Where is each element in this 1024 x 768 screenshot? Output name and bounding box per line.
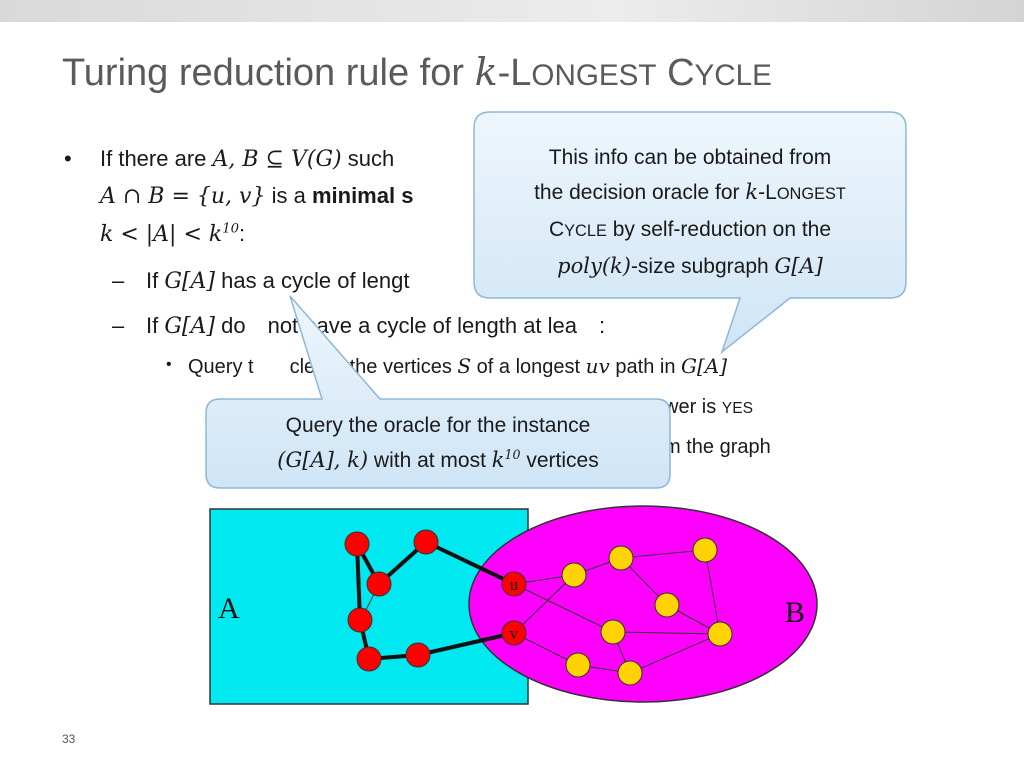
red-vertex — [366, 571, 392, 597]
vertex-u-label: u — [510, 575, 519, 594]
callout-top-shape — [473, 111, 907, 355]
yellow-vertex — [561, 562, 587, 588]
red-vertex — [413, 529, 439, 555]
sub-bullet-1: If G[A] has a cycle of lengt — [146, 268, 410, 294]
path-edge — [355, 543, 362, 621]
set-B-region — [468, 505, 818, 703]
graph-edge — [513, 574, 575, 634]
path-edge — [417, 631, 515, 657]
callout-bottom-shape — [205, 295, 671, 489]
red-vertex — [356, 646, 382, 672]
bullet1-line3: k < |A| < k10: — [100, 221, 246, 247]
vertex-u — [501, 571, 527, 597]
red-vertex — [405, 642, 431, 668]
path-edge — [425, 540, 515, 586]
graph-edge — [620, 549, 706, 559]
yellow-vertex — [654, 592, 680, 618]
bullet1-line1: If there are A, B ⊆ V(G) such — [100, 146, 395, 172]
page-number: 33 — [62, 732, 76, 746]
graph-edge — [612, 631, 721, 635]
yellow-vertex — [707, 621, 733, 647]
yellow-vertex — [608, 545, 634, 571]
bullet-marker: • — [64, 146, 72, 171]
set-A-label: A — [218, 592, 240, 625]
set-B-label: B — [785, 596, 805, 629]
yellow-vertex — [692, 537, 718, 563]
graph-edge — [704, 549, 721, 635]
yellow-vertex — [565, 652, 591, 678]
red-vertex — [347, 607, 373, 633]
vertex-v-label: v — [510, 624, 519, 643]
subsub-bullet-marker: • — [166, 356, 172, 373]
sub-bullet-marker: – — [112, 313, 125, 338]
slide-title: Turing reduction rule for k-LONGEST CYCL… — [62, 50, 772, 94]
yellow-vertex — [617, 660, 643, 686]
subsub-bullet-2-fragment: wer is YES — [664, 396, 753, 418]
callout-bottom-text: Query the oracle for the instance (G[A],… — [277, 414, 599, 472]
top-bar — [0, 0, 1024, 22]
callout-top-text: This info can be obtained from the decis… — [534, 146, 846, 278]
subsub-bullet-3-fragment: m the graph — [664, 436, 771, 458]
vertex-v — [501, 620, 527, 646]
sub-bullet-marker: – — [112, 268, 125, 293]
graph-edge — [513, 583, 614, 633]
graph-edge — [629, 633, 721, 674]
red-vertex — [344, 531, 370, 557]
yellow-vertex — [600, 619, 626, 645]
bullet1-line2: A ∩ B = {u, v} is a minimal s — [100, 183, 414, 209]
